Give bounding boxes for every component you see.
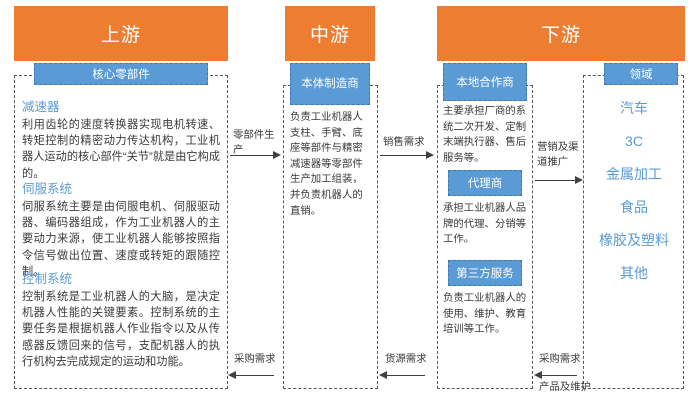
section-title: 减速器 [22,100,60,114]
arrow-label-marketing-channel: 营销及渠道推广 [537,142,579,169]
downstream-panel [437,85,533,389]
arrow-head-left-icon [534,371,542,379]
midstream-description: 负责工业机器人支柱、手臂、底座等部件与精密减速器等零部件生产加工组装，并负责机器… [290,112,363,217]
field-item: 金属加工 [606,166,662,182]
section-text: 控制系统是工业机器人的大脑，是决定机器人性能的关键要素。控制系统的主要任务是根据… [22,291,220,368]
upstream-section-control-system: 控制系统 控制系统是工业机器人的大脑，是决定机器人性能的关键要素。控制系统的主要… [22,268,220,370]
arrow-head-right-icon [575,176,583,184]
arrow-head-right-icon [273,151,281,159]
section-title: 伺服系统 [22,182,73,196]
stage-header-midstream: 中游 [285,6,375,61]
arrow-label-product-and-maintenance: 产品及维护 [539,382,591,393]
arrow-midstream-to-upstream [231,375,274,376]
upstream-panel [14,75,228,389]
arrow-label-procurement-demand: 采购需求 [539,354,581,365]
arrow-head-left-icon [228,371,236,379]
third-party-service-description: 负责工业机器人的使用、维护、教育培训等工作。 [443,293,527,336]
field-item: 其他 [620,265,648,281]
arrow-fields-to-downstream [536,375,577,376]
field-item: 3C [625,133,643,149]
chip-body-manufacturer: 本体制造商 [290,63,370,105]
fields-list: 汽车 3C 金属加工 食品 橡胶及塑料 其他 [586,92,682,290]
chip-third-party-service: 第三方服务 [448,260,522,286]
midstream-panel [283,85,378,389]
stage-header-downstream: 下游 [437,6,685,61]
chip-local-partner: 本地合作商 [443,63,527,101]
chip-fields: 领域 [604,63,678,85]
arrow-midstream-to-downstream [380,155,427,156]
arrow-head-left-icon [379,371,387,379]
arrow-downstream-to-midstream [382,375,425,376]
upstream-section-servo-system: 伺服系统 伺服系统主要是由伺服电机、伺服驱动器、编码器组成，作为工业机器人的主要… [22,178,220,280]
chip-core-components: 核心零部件 [34,63,208,85]
section-title: 控制系统 [22,272,73,286]
arrow-label-parts-production: 零部件生产 [233,130,275,157]
arrow-label-procurement-demand: 采购需求 [234,354,276,365]
section-text: 伺服系统主要是由伺服电机、伺服驱动器、编码器组成，作为工业机器人的主要动力来源，… [22,201,220,278]
fields-panel [583,75,684,389]
local-partner-description: 主要承担厂商的系统二次开发、定制末端执行器、售后服务等。 [443,106,527,164]
arrow-head-right-icon [426,151,434,159]
stage-header-upstream: 上游 [14,6,228,61]
section-text: 利用齿轮的速度转换器实现电机转速、转矩控制的精密动力传达机构，工业机器人运动的核… [22,119,220,180]
field-item: 橡胶及塑料 [599,232,669,248]
chip-agent: 代理商 [448,170,522,196]
arrow-downstream-to-fields [535,180,576,181]
agent-description: 承担工业机器人品牌的代理、分销等工作。 [443,203,527,246]
upstream-section-reducer: 减速器 利用齿轮的速度转换器实现电机转速、转矩控制的精密动力传达机构，工业机器人… [22,96,220,182]
field-item: 汽车 [620,100,648,116]
arrow-label-sales-demand: 销售需求 [383,137,425,148]
field-item: 食品 [620,199,648,215]
arrow-label-supply-demand: 货源需求 [385,354,427,365]
arrow-upstream-to-midstream [230,155,274,156]
